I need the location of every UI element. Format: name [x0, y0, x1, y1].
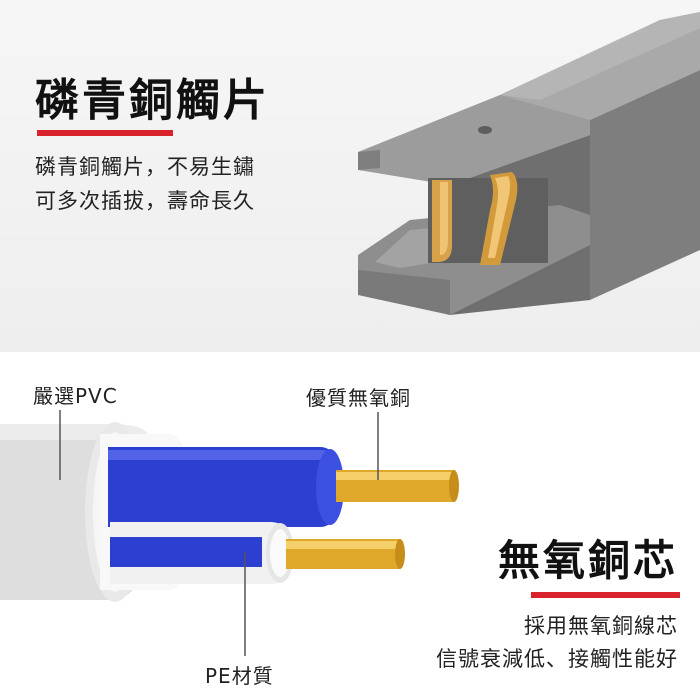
feature-title-oxygen-free-copper-core: 無氧銅芯	[497, 536, 678, 585]
top-feature-panel: 磷青銅觸片 磷青銅觸片，不易生鏽 可多次插拔，壽命長久	[0, 0, 700, 352]
feature-title-phosphor-bronze: 磷青銅觸片	[35, 75, 270, 126]
bottom-feature-panel: 嚴選PVC 優質無氧銅 PE材質 無氧銅芯 採用無氧銅線芯 信號衰減低、接觸性能…	[0, 352, 700, 700]
description-line: 採用無氧銅線芯	[524, 614, 678, 638]
feature-description: 採用無氧銅線芯 信號衰減低、接觸性能好	[436, 610, 678, 676]
callout-label-oxygen-free-copper: 優質無氧銅	[306, 386, 411, 410]
feature-description: 磷青銅觸片，不易生鏽 可多次插拔，壽命長久	[35, 150, 255, 218]
description-line: 磷青銅觸片，不易生鏽	[35, 155, 255, 179]
title-underline-bar	[531, 592, 680, 598]
callout-label-pvc: 嚴選PVC	[33, 384, 118, 408]
connector-illustration	[358, 12, 700, 315]
description-line: 可多次插拔，壽命長久	[35, 189, 255, 213]
cable-cross-section-illustration	[0, 410, 459, 656]
callout-label-pe: PE材質	[205, 664, 274, 688]
title-underline-bar	[37, 130, 173, 136]
description-line: 信號衰減低、接觸性能好	[436, 647, 678, 671]
